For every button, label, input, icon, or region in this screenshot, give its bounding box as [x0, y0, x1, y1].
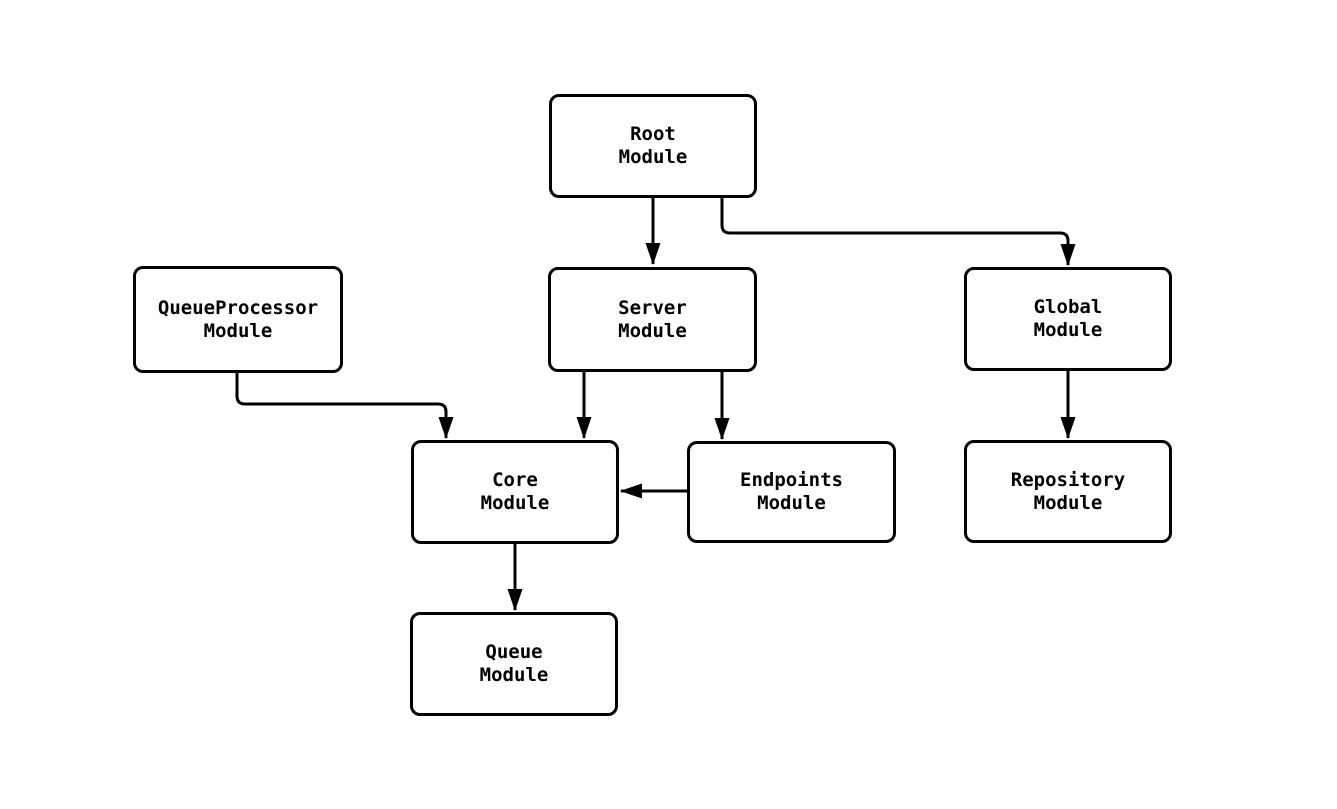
node-label: Queue Module [479, 641, 549, 686]
edge-queueprocessor-to-core [235, 373, 454, 439]
node-global-module: Global Module [964, 267, 1172, 371]
node-label: Server Module [618, 296, 687, 342]
edge-root-to-global [720, 198, 1076, 266]
node-label: Global Module [1033, 296, 1103, 341]
node-label: Repository Module [1010, 468, 1126, 514]
node-root-module: Root Module [549, 94, 757, 198]
node-label: Core Module [480, 469, 550, 514]
node-label: Endpoints Module [740, 469, 843, 514]
node-label: Root Module [618, 123, 688, 168]
node-core-module: Core Module [411, 440, 619, 544]
node-queueprocessor-module: QueueProcessor Module [133, 266, 343, 373]
node-endpoints-module: Endpoints Module [687, 441, 896, 543]
node-label: QueueProcessor Module [157, 296, 319, 342]
node-repository-module: Repository Module [964, 440, 1172, 543]
node-queue-module: Queue Module [410, 612, 618, 716]
node-server-module: Server Module [548, 267, 757, 372]
